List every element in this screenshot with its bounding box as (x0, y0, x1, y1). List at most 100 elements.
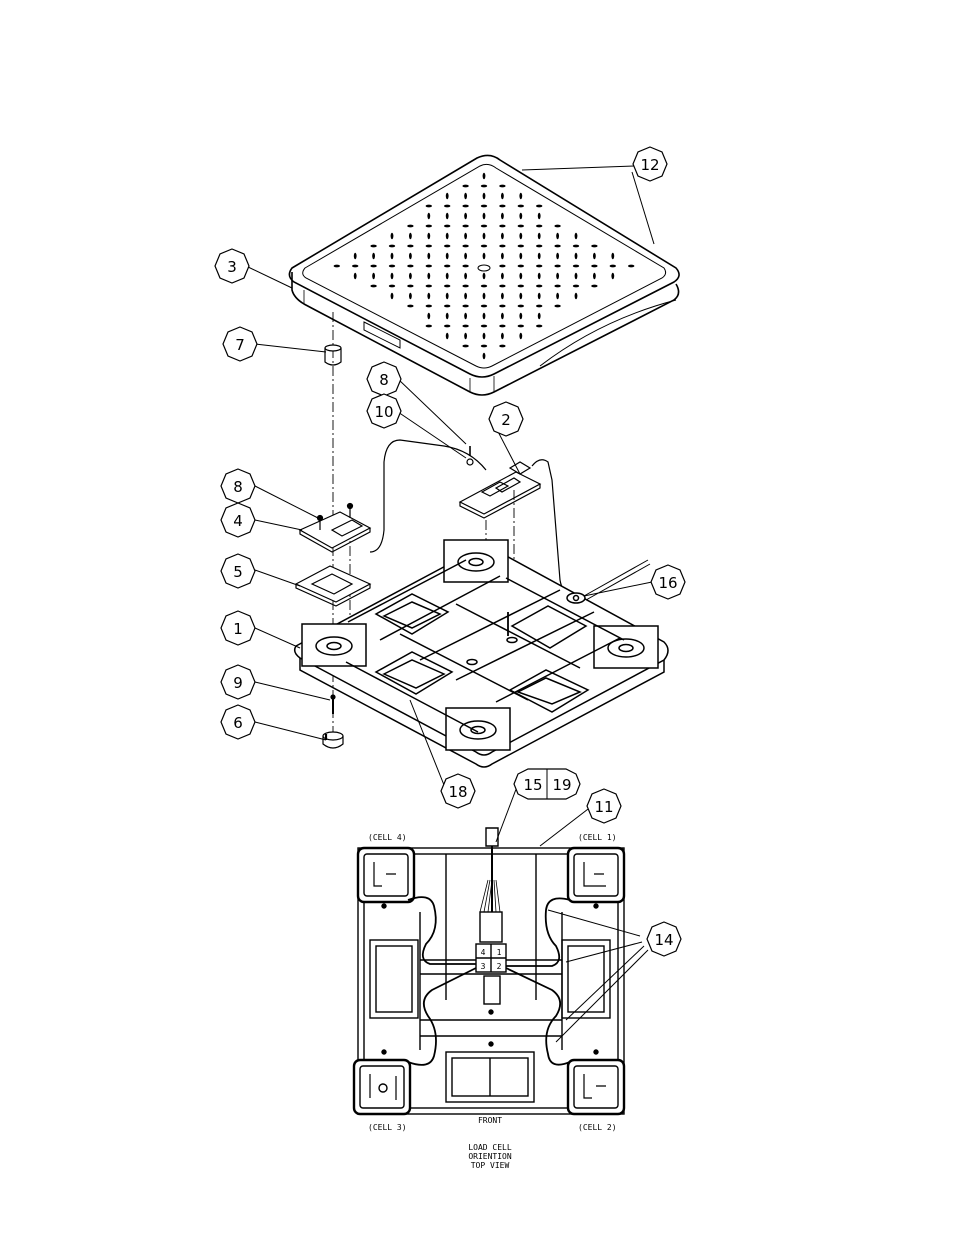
cover-hole (446, 193, 449, 199)
cover-hole (446, 213, 449, 219)
cover-hole (591, 285, 597, 288)
cover-hole (538, 273, 541, 279)
svg-text:5: 5 (233, 563, 243, 581)
svg-text:2: 2 (501, 411, 511, 429)
connector-2: 2 (497, 962, 502, 971)
cell-3-label: (CELL 3) (368, 1123, 407, 1132)
cell-2-label: (CELL 2) (578, 1123, 617, 1132)
cover-hole (483, 273, 486, 279)
cover-hole (462, 345, 468, 348)
cover-hole (483, 213, 486, 219)
cover-hole (483, 293, 486, 299)
cover-hole (389, 285, 395, 288)
caption-line-2: ORIENTION (468, 1152, 512, 1161)
cover-hole (499, 265, 505, 268)
cover-hole (370, 265, 376, 268)
cover-hole (499, 245, 505, 248)
cover-hole (499, 205, 505, 208)
cover-hole (501, 293, 504, 299)
callout-12: 12 (633, 147, 667, 181)
cover-hole (464, 193, 467, 199)
cover-hole (426, 305, 432, 308)
cover-hole (519, 253, 522, 259)
svg-text:15: 15 (523, 776, 542, 794)
cover-hole (427, 313, 430, 319)
cover-hole (464, 273, 467, 279)
cover-hole (499, 285, 505, 288)
cover-hole (464, 333, 467, 339)
cover-hole (407, 285, 413, 288)
cover-hole (499, 345, 505, 348)
cover-hole (409, 233, 412, 239)
cover-hole (372, 253, 375, 259)
cover-hole (481, 345, 487, 348)
cover-hole (409, 293, 412, 299)
cover-hole (554, 265, 560, 268)
cover-hole (611, 273, 614, 279)
cover-hole (426, 285, 432, 288)
cover-hole (519, 273, 522, 279)
callout-8-upper: 8 (367, 362, 401, 396)
cover-hole (407, 265, 413, 268)
cover-hole (462, 225, 468, 228)
cover-hole (483, 333, 486, 339)
cover-hole (481, 285, 487, 288)
cover-hole (573, 285, 579, 288)
cover-hole (536, 305, 542, 308)
caption-line-1: LOAD CELL (468, 1143, 512, 1152)
callout-11: 11 (587, 789, 621, 823)
cover-hole (501, 213, 504, 219)
caption: LOAD CELL ORIENTION TOP VIEW (468, 1143, 512, 1170)
cover-hole (462, 285, 468, 288)
svg-text:14: 14 (654, 931, 673, 949)
cover-hole (354, 253, 357, 259)
cover-hole (391, 293, 394, 299)
cover-hole (554, 305, 560, 308)
cover-hole (499, 305, 505, 308)
cell-1-label: (CELL 1) (578, 833, 617, 842)
cover-hole (501, 233, 504, 239)
cover-hole (518, 325, 524, 328)
cover-hole (501, 313, 504, 319)
cover-hole (426, 325, 432, 328)
cover-hole (444, 325, 450, 328)
cover-hole (536, 205, 542, 208)
callout-15-19: 15 19 (514, 769, 580, 799)
cover-hole (481, 205, 487, 208)
cover-hole (593, 253, 596, 259)
cover-hole (499, 325, 505, 328)
cover-hole (573, 265, 579, 268)
connector-1: 1 (497, 948, 502, 957)
cover-hole (481, 225, 487, 228)
cover-hole (519, 313, 522, 319)
cover-hole (518, 225, 524, 228)
callout-8-lower: 8 (221, 469, 255, 503)
cover-hole (464, 253, 467, 259)
cover-hole (499, 225, 505, 228)
cover-hole (481, 185, 487, 188)
caption-line-3: TOP VIEW (471, 1161, 510, 1170)
cover-hole (409, 253, 412, 259)
cover-hole (518, 285, 524, 288)
cover-hole (446, 313, 449, 319)
cover-hole (483, 233, 486, 239)
cover-hole (536, 265, 542, 268)
cover-hole (446, 233, 449, 239)
cover-hole (483, 353, 486, 359)
cover-hole (518, 205, 524, 208)
cover-hole (352, 265, 358, 268)
cover-hole (464, 293, 467, 299)
cover-hole (444, 265, 450, 268)
cover-hole (391, 253, 394, 259)
cover-hole (575, 233, 578, 239)
cover-hole (556, 293, 559, 299)
callout-1: 1 (221, 611, 255, 645)
cover-hole (446, 253, 449, 259)
cover-hole (444, 305, 450, 308)
connector-3: 3 (481, 962, 486, 971)
cover-hole (426, 205, 432, 208)
cover-hole (464, 313, 467, 319)
callout-7: 7 (223, 327, 257, 361)
cover-hole (556, 253, 559, 259)
